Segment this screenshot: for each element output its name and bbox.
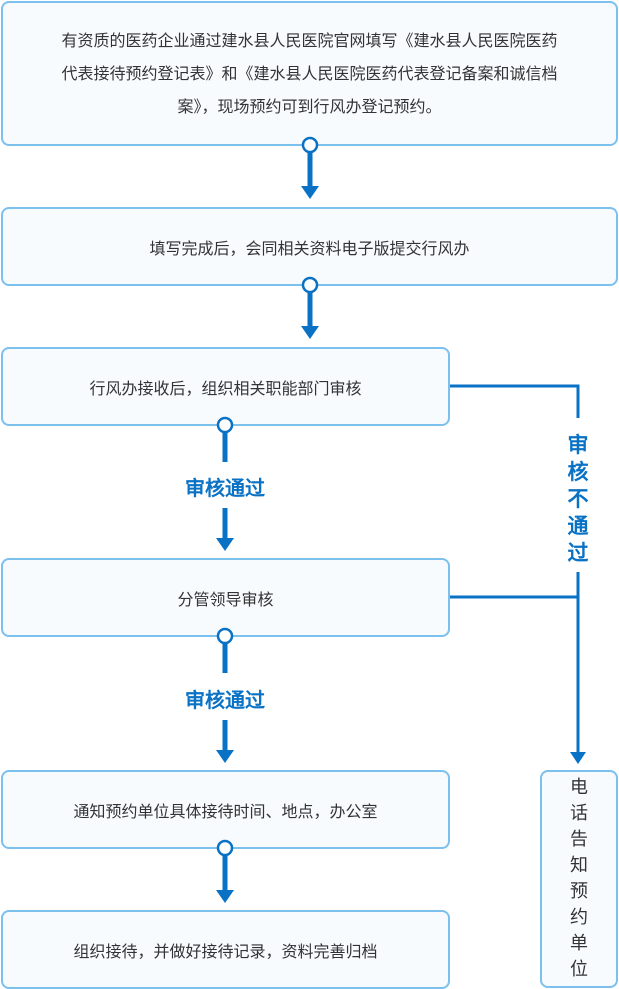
step-5-text: 通知预约单位具体接待时间、地点，办公室 <box>73 801 378 821</box>
step-6-box: 组织接待，并做好接待记录，资料完善归档 <box>1 910 450 989</box>
step-1-text: 有资质的医药企业通过建水县人民医院官网填写《建水县人民医院医药代表接待预约登记表… <box>61 31 558 116</box>
step-4-text: 分管领导审核 <box>177 589 274 609</box>
step-5-box: 通知预约单位具体接待时间、地点，办公室 <box>1 770 450 849</box>
arrow-head-icon <box>216 538 234 551</box>
step-1-box: 有资质的医药企业通过建水县人民医院官网填写《建水县人民医院医药代表接待预约登记表… <box>1 1 618 146</box>
pass-label-1: 审核通过 <box>185 476 265 500</box>
arrow-head-icon <box>570 752 586 764</box>
step-3-box: 行风办接收后，组织相关职能部门审核 <box>1 347 450 426</box>
step-3-text: 行风办接收后，组织相关职能部门审核 <box>89 378 362 398</box>
arrow-head-icon <box>301 186 319 199</box>
reject-result-text: 电话告知预约单位 <box>570 777 588 980</box>
reject-label: 审核不通过 <box>567 433 589 565</box>
step-6-text: 组织接待，并做好接待记录，资料完善归档 <box>73 941 378 961</box>
pass-label-2: 审核通过 <box>185 688 265 712</box>
arrow-head-icon <box>216 750 234 763</box>
reject-result-box: 电话告知预约单位 <box>540 770 618 988</box>
step-2-text: 填写完成后，会同相关资料电子版提交行风办 <box>149 238 470 258</box>
step-2-box: 填写完成后，会同相关资料电子版提交行风办 <box>1 207 618 286</box>
arrow-head-icon <box>216 890 234 903</box>
arrow-head-icon <box>301 326 319 339</box>
step-4-box: 分管领导审核 <box>1 558 450 637</box>
connector-reject-top <box>450 384 580 418</box>
